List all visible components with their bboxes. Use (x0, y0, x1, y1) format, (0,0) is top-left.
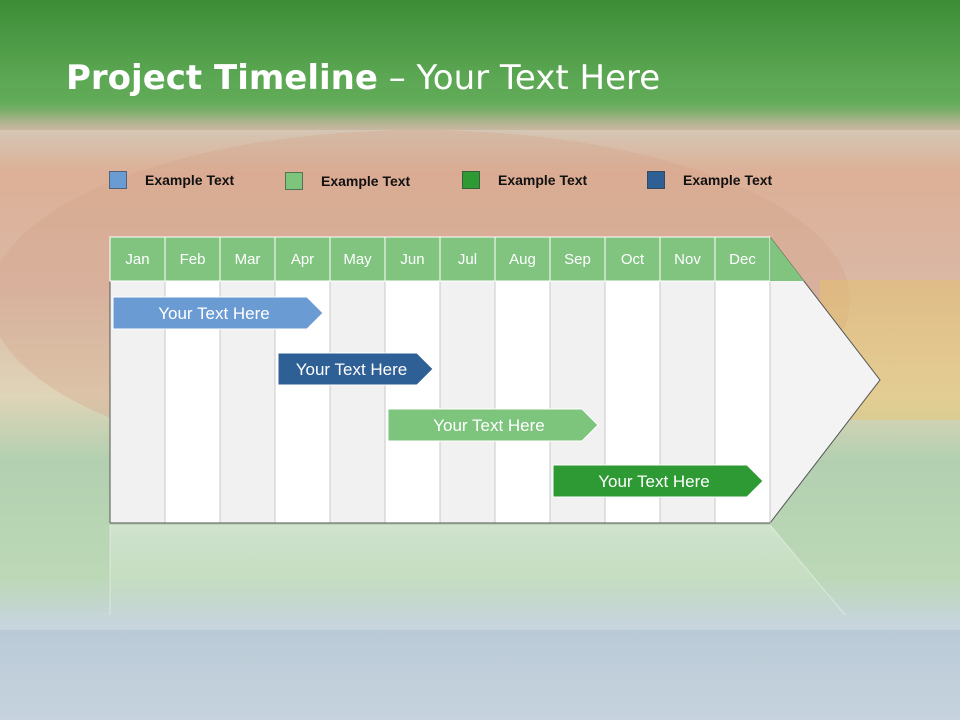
task-bar-label: Your Text Here (158, 304, 270, 323)
legend-label: Example Text (498, 172, 588, 188)
legend-swatch (647, 171, 665, 189)
month-column (494, 280, 551, 524)
task-bar-label: Your Text Here (296, 360, 408, 379)
task-bar[interactable]: Your Text Here (277, 352, 434, 386)
slide-title: Project Timeline – Your Text Here (66, 58, 660, 98)
task-bar-label: Your Text Here (433, 416, 545, 435)
month-label-jul: Jul (458, 251, 477, 268)
month-header-cell (164, 236, 221, 282)
month-label-apr: Apr (291, 251, 314, 268)
legend-label: Example Text (145, 172, 235, 188)
month-label-feb: Feb (180, 251, 206, 268)
month-label-jun: Jun (400, 251, 424, 268)
month-label-dec: Dec (729, 251, 756, 268)
legend-label: Example Text (683, 172, 773, 188)
task-bar[interactable]: Your Text Here (552, 464, 764, 498)
month-header-cell (384, 236, 441, 282)
legend-item-2: Example Text (285, 172, 410, 190)
month-label-aug: Aug (509, 251, 536, 268)
month-header-cell (714, 236, 771, 282)
month-label-sep: Sep (564, 251, 591, 268)
month-header-cell (274, 236, 331, 282)
month-label-mar: Mar (235, 251, 261, 268)
legend-item-1: Example Text (109, 171, 234, 189)
legend-item-4: Example Text (647, 171, 772, 189)
legend-swatch (285, 172, 303, 190)
month-headers: Jan Feb Mar Apr May Jun Jul Aug Sep Oct Nov Dec (109, 236, 771, 282)
legend-swatch (462, 171, 480, 189)
legend-label: Example Text (321, 173, 411, 189)
month-label-nov: Nov (674, 251, 701, 268)
task-bar-shape[interactable] (552, 464, 764, 498)
title-rest: – Your Text Here (377, 58, 661, 98)
month-column (329, 280, 386, 524)
task-bar[interactable]: Your Text Here (387, 408, 599, 442)
month-header-cell (604, 236, 661, 282)
title-bold: Project Timeline (66, 58, 378, 98)
arrow-header-tip (770, 237, 804, 281)
task-bar-shape[interactable] (387, 408, 599, 442)
month-column (439, 280, 496, 524)
task-bar-shape[interactable] (277, 352, 434, 386)
month-header-cell (549, 236, 606, 282)
month-label-oct: Oct (621, 251, 645, 268)
legend-swatch (109, 171, 127, 189)
month-label-jan: Jan (125, 251, 149, 268)
task-bar-label: Your Text Here (598, 472, 710, 491)
month-label-may: May (343, 251, 372, 268)
month-header-cell (109, 236, 166, 282)
legend-item-3: Example Text (462, 171, 587, 189)
month-header-cell (659, 236, 716, 282)
task-bar[interactable]: Your Text Here (112, 296, 324, 330)
task-bar-shape[interactable] (112, 296, 324, 330)
month-column (384, 280, 441, 524)
month-header-cell (439, 236, 496, 282)
